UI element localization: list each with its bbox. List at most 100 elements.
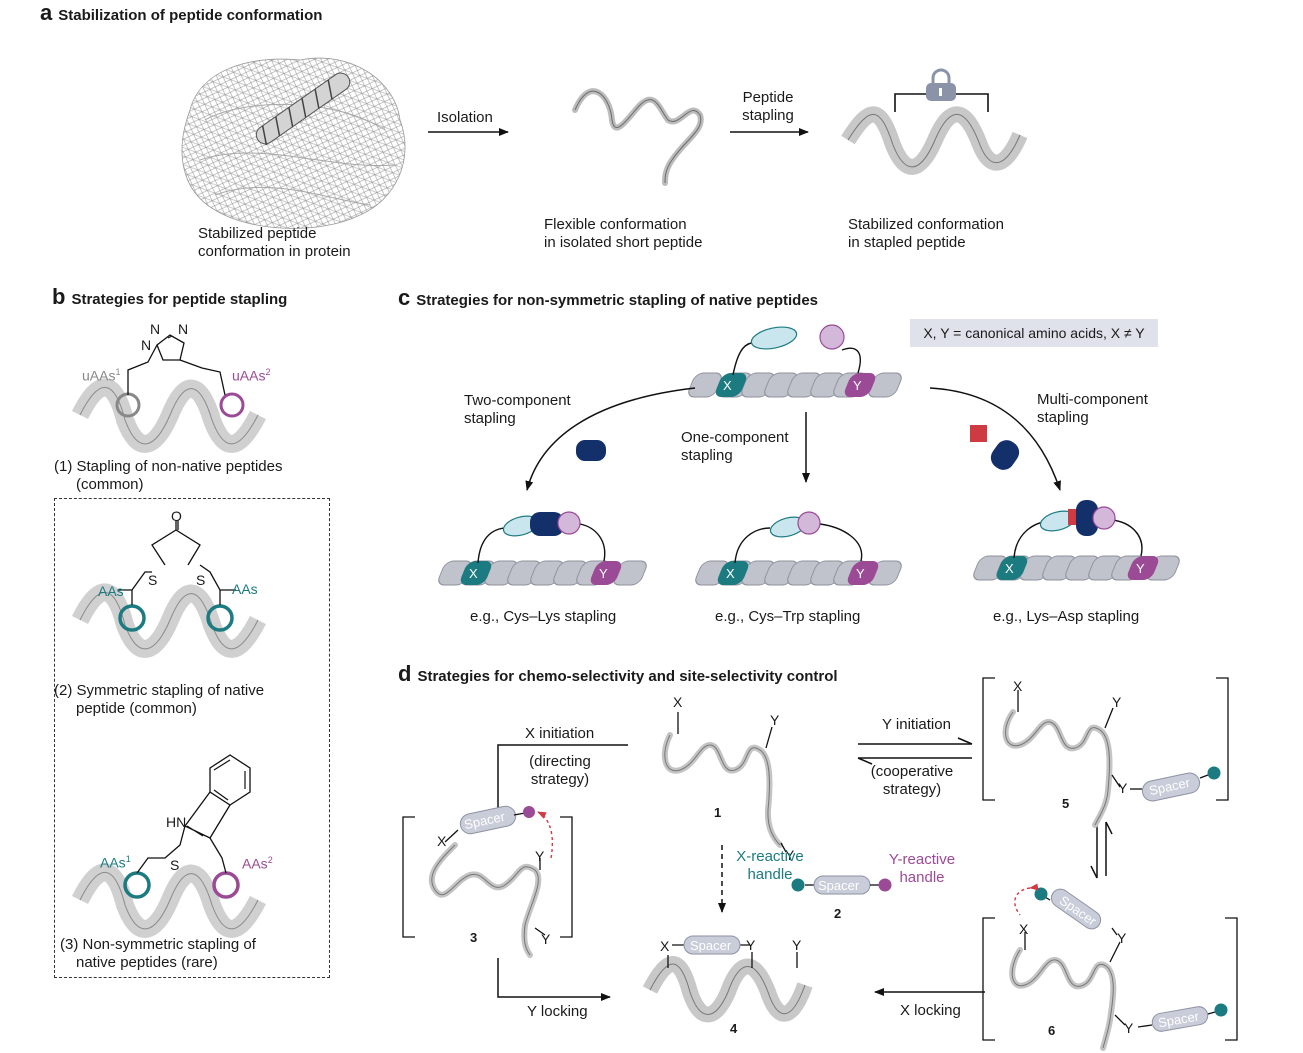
sulfur-right: S xyxy=(196,572,206,588)
helix-b3 xyxy=(71,754,267,938)
y-handle-line-2: handle xyxy=(899,869,945,886)
caption-b1: (1) Stapling of non-native peptides (com… xyxy=(54,458,282,494)
caption-b1-line-1: (1) Stapling of non-native peptides xyxy=(54,458,283,475)
y-locking-arrow xyxy=(497,958,611,1001)
y-initiation-label: Y initiation xyxy=(882,716,951,733)
sulfur-indole: S xyxy=(170,857,180,873)
bracket-6 xyxy=(982,917,1238,1041)
protein-mesh-graphic xyxy=(181,57,406,229)
panel-c-title: Strategies for non-symmetric stapling of… xyxy=(416,292,818,309)
cooperative-line-2: strategy) xyxy=(882,781,942,798)
compound-6-number: 6 xyxy=(1048,1023,1056,1038)
p3-y1: Y xyxy=(535,848,545,864)
peptide-1 xyxy=(661,732,783,848)
multi-component-line-1: Multi-component xyxy=(1037,391,1148,408)
spacer-4-label: Spacer xyxy=(690,938,732,953)
caption-protein: Stabilized peptide conformation in prote… xyxy=(198,225,351,261)
p6-y1: Y xyxy=(1117,930,1127,946)
p6-x: X xyxy=(1019,921,1029,937)
triazole-n-right: N xyxy=(178,321,189,337)
caption-b2-line-1: (2) Symmetric stapling of native xyxy=(54,682,265,699)
peptide-chain-c-middle xyxy=(692,511,905,586)
aas2-text: AAs xyxy=(242,855,268,872)
directing-line-1: (directing xyxy=(529,753,591,770)
p1-y1: Y xyxy=(770,712,780,728)
sulfur-left: S xyxy=(148,572,158,588)
compound-2-number: 2 xyxy=(834,906,842,921)
p5-y2: Y xyxy=(1118,780,1128,796)
caption-stapled: Stabilized conformation in stapled pepti… xyxy=(848,216,1004,252)
eg-lys-asp: e.g., Lys–Asp stapling xyxy=(993,608,1140,625)
panel-c-letter: c xyxy=(398,285,411,310)
y-label-middle: Y xyxy=(856,566,865,581)
stapled-helix-graphic xyxy=(841,93,1028,175)
p5-y1: Y xyxy=(1112,694,1122,710)
panel-d-letter: d xyxy=(398,661,412,686)
y-label-left: Y xyxy=(599,566,608,581)
aas-right: AAs xyxy=(232,581,258,597)
magenta-handle-3 xyxy=(523,806,535,818)
p4-x: X xyxy=(660,938,670,954)
panel-b-letter: b xyxy=(52,284,66,309)
caption-b2-line-2: peptide (common) xyxy=(76,700,197,717)
caption-flexible: Flexible conformation in isolated short … xyxy=(544,216,702,252)
y-locking-label: Y locking xyxy=(527,1003,588,1020)
x-initiation-arrow xyxy=(494,744,628,821)
panel-a-letter: a xyxy=(40,0,53,25)
x-label-left: X xyxy=(469,566,478,581)
aas1-label: AAs1 xyxy=(100,850,131,872)
compound-1-number: 1 xyxy=(714,805,722,820)
caption-b3-line-1: (3) Non-symmetric stapling of xyxy=(60,936,256,953)
caption-b2: (2) Symmetric stapling of native peptide… xyxy=(54,682,264,718)
p5-x: X xyxy=(1013,678,1023,694)
panel-b-title: Strategies for peptide stapling xyxy=(71,291,288,308)
multi-component-label: Multi-component stapling xyxy=(1037,391,1148,427)
indole-hn: HN xyxy=(166,814,187,830)
multi-component-line-2: stapling xyxy=(1037,409,1089,426)
aas2-label: AAs2 xyxy=(242,851,273,873)
one-component-line-1: One-component xyxy=(681,429,789,446)
caption-b1-line-2: (common) xyxy=(76,476,144,493)
ketone-o: O xyxy=(171,508,182,524)
aas-left: AAs xyxy=(98,583,124,599)
stapling-line-2: stapling xyxy=(742,107,794,124)
one-component-label: One-component stapling xyxy=(681,429,789,465)
y-label-top: Y xyxy=(853,378,862,393)
x-handle-line-1: X-reactive xyxy=(736,848,804,865)
p4-y1: Y xyxy=(746,937,756,953)
p1-x: X xyxy=(673,694,683,710)
isolation-label: Isolation xyxy=(437,109,493,126)
spacer-pill-6a xyxy=(1050,888,1102,930)
uaas-1-label: uAAs1 xyxy=(82,363,120,385)
caption-b3: (3) Non-symmetric stapling of native pep… xyxy=(60,936,256,972)
caption-stapled-line-1: Stabilized conformation xyxy=(848,216,1004,233)
directing-line-2: strategy) xyxy=(530,771,590,788)
compound-4-number: 4 xyxy=(730,1021,738,1036)
peptide-6 xyxy=(1009,947,1117,1051)
flexible-peptide-graphic xyxy=(572,88,704,186)
teal-handle-6 xyxy=(1034,887,1048,901)
p6-y2: Y xyxy=(1124,1020,1134,1036)
helix-b1 xyxy=(71,334,267,453)
reagent-2 xyxy=(791,875,892,895)
peptide-chain-c-right xyxy=(970,500,1183,581)
red-reagent xyxy=(970,425,987,442)
y-label-right: Y xyxy=(1136,561,1145,576)
helix-b2 xyxy=(71,520,267,658)
two-component-line-1: Two-component xyxy=(464,392,571,409)
cooperative-label: (cooperative strategy) xyxy=(860,763,964,799)
aas1-text: AAs xyxy=(100,854,126,871)
cooperative-line-1: (cooperative xyxy=(870,763,954,780)
multi-component-arrow xyxy=(929,387,1061,491)
uaas-2-sup: 2 xyxy=(265,367,271,377)
two-component-label: Two-component stapling xyxy=(464,392,571,428)
panel-b-heading: b Strategies for peptide stapling xyxy=(52,286,288,309)
navy-reagent-2 xyxy=(990,440,1020,470)
eg-cys-trp: e.g., Cys–Trp stapling xyxy=(715,608,861,625)
triazole-n-left: N xyxy=(141,337,152,353)
y-handle-line-1: Y-reactive xyxy=(888,851,956,868)
teal-handle-5 xyxy=(1207,766,1221,780)
two-component-line-2: stapling xyxy=(464,410,516,427)
